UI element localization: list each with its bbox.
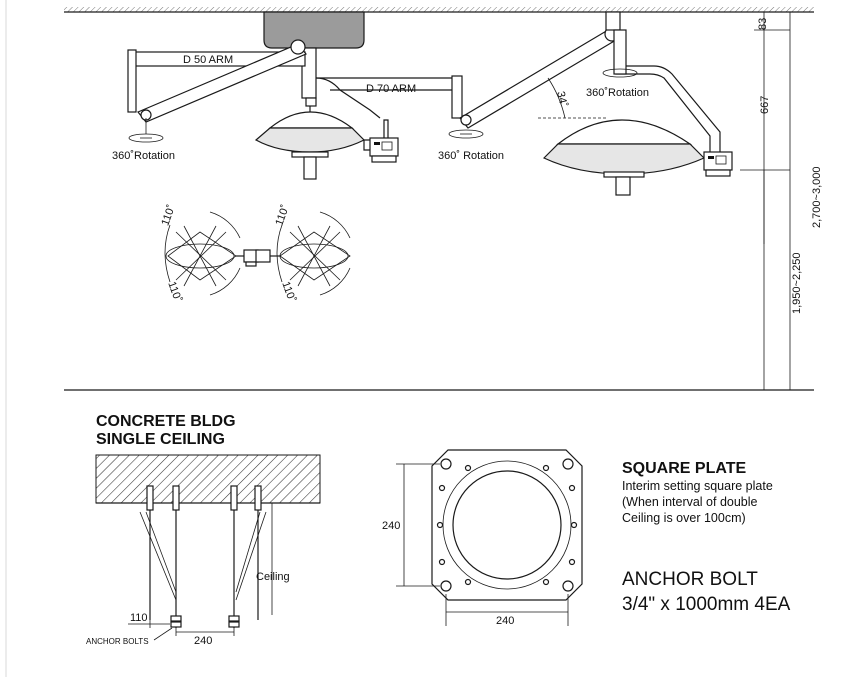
- tilt-label-bottom-a: 110˚: [165, 280, 184, 304]
- dim-arm-drop: 667: [759, 96, 771, 114]
- anchor-bolts: [128, 485, 267, 641]
- anchor-bolts-label: ANCHOR BOLTS: [86, 637, 149, 646]
- square-plate-desc-2: (When interval of double: [622, 495, 758, 509]
- square-plate-desc-1: Interim setting square plate: [622, 479, 773, 493]
- d50-arm-label: D 50 ARM: [183, 54, 233, 66]
- right-yoke: [602, 29, 721, 157]
- tilt-label-top-a: 110˚: [159, 203, 178, 227]
- concrete-title-line1: CONCRETE BLDG: [96, 413, 236, 430]
- rotation-label-mid: 360˚ Rotation: [438, 150, 504, 162]
- tilt-angle-label: 34˚: [554, 90, 569, 108]
- tilt-view-b: [255, 211, 351, 296]
- rotation-label-left: 360˚Rotation: [112, 150, 175, 162]
- vertical-dimensions: [740, 11, 794, 390]
- d70-arm: [315, 11, 621, 139]
- tilt-label-bottom-b: 110˚: [279, 280, 298, 304]
- spacing-dim-label: 240: [194, 635, 212, 647]
- tilt-label-top-b: 110˚: [273, 203, 292, 227]
- d50-arm: [127, 39, 307, 143]
- dim-ceiling-offset: 83: [757, 18, 769, 30]
- anchor-bolt-spec: 3/4" x 1000mm 4EA: [622, 594, 791, 615]
- plate-width-dim: 240: [496, 615, 514, 627]
- light-head-right: [542, 119, 733, 196]
- square-plate-title: SQUARE PLATE: [622, 460, 746, 477]
- d70-arm-label: D 70 ARM: [366, 83, 416, 95]
- square-plate-desc-3: Ceiling is over 100cm): [622, 511, 746, 525]
- dim-total-height: 2,700~3,000: [811, 167, 823, 228]
- light-head-left: [254, 106, 399, 180]
- depth-dim-label: 110: [130, 612, 148, 624]
- concrete-slab: [95, 454, 321, 615]
- tilt-view-a: [164, 211, 259, 296]
- concrete-title-line2: SINGLE CEILING: [96, 431, 225, 448]
- square-plate: [396, 449, 583, 626]
- dim-working-height: 1,950~2,250: [791, 253, 803, 314]
- anchor-bolt-title: ANCHOR BOLT: [622, 569, 758, 590]
- plate-height-dim: 240: [382, 520, 400, 532]
- ceiling-line: [64, 7, 814, 13]
- rotation-label-right: 360˚Rotation: [586, 87, 649, 99]
- ceiling-label: Ceiling: [256, 571, 290, 583]
